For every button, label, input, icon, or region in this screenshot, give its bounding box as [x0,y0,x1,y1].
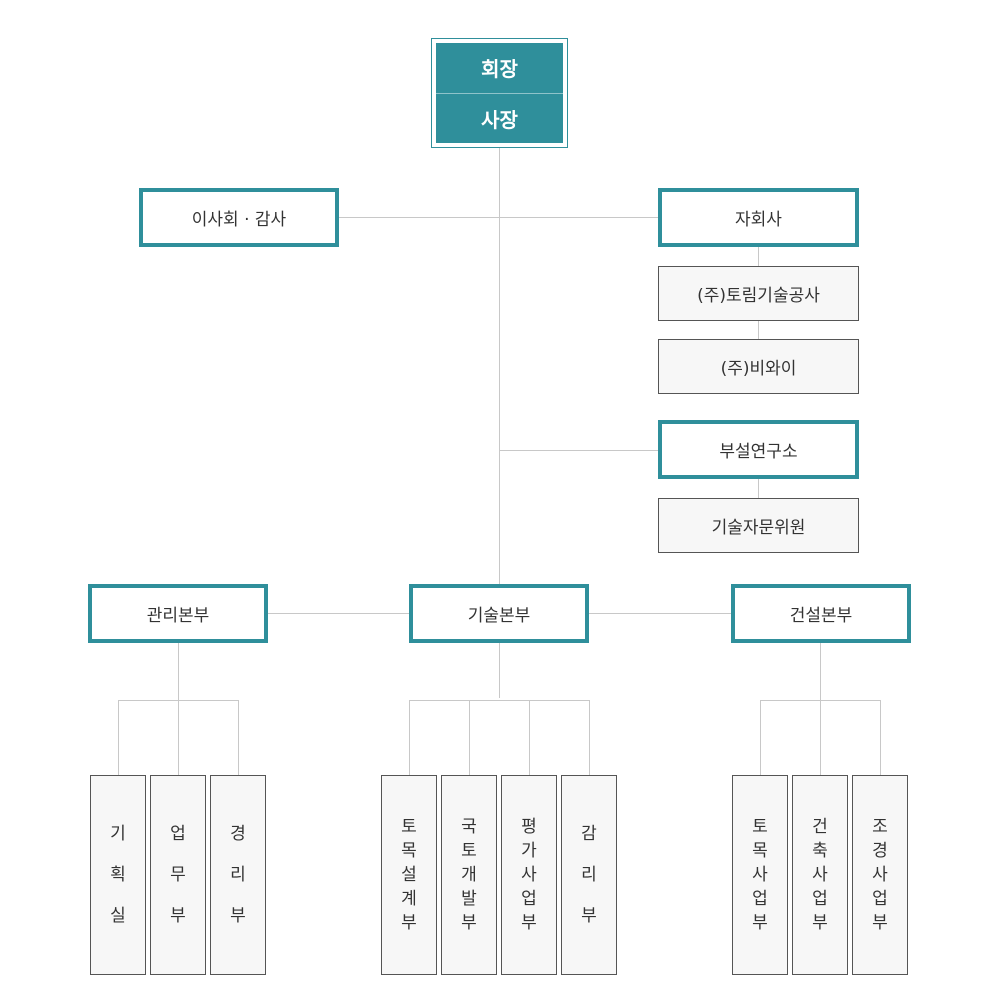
connector-construction-unit [880,700,881,775]
unit-architecture-business-box: 건축사업부 [792,775,848,975]
connector-main-vertical [499,148,500,698]
board-audit-box: 이사회 · 감사 [139,188,339,247]
unit-civil-design-box: 토목설계부 [381,775,437,975]
connector-technology-unit [469,700,470,775]
research-lab-box: 부설연구소 [658,420,859,479]
unit-business-dept-label: 업무부 [170,823,186,926]
unit-accounting-dept-label: 경리부 [230,823,246,926]
chairman-label: 회장 [481,57,518,82]
unit-landscape-business-box: 조경사업부 [852,775,908,975]
unit-evaluation-business-box: 평가사업부 [501,775,557,975]
connector-management-down [178,641,179,701]
connector-construction-unit [760,700,761,775]
connector-board-subsidiary [339,217,659,218]
unit-land-development-label: 국토개발부 [461,817,477,933]
president-label: 사장 [481,107,518,132]
connector-lab-vertical [758,478,759,500]
unit-supervision-dept-label: 감리부 [581,823,597,926]
connector-construction-unit [820,700,821,775]
leadership-box: 회장 사장 [431,38,568,148]
connector-management-unit [238,700,239,775]
unit-evaluation-business-label: 평가사업부 [521,817,537,933]
subsidiaries-header-box: 자회사 [658,188,859,247]
unit-architecture-business-label: 건축사업부 [812,817,828,933]
unit-planning-office-label: 기획실 [110,823,126,926]
connector-technology-unit [589,700,590,775]
unit-civil-business-box: 토목사업부 [732,775,788,975]
connector-technology-unit [529,700,530,775]
subsidiary-torim-box: (주)토림기술공사 [658,266,859,321]
unit-land-development-box: 국토개발부 [441,775,497,975]
leadership-divider [436,92,563,94]
advisory-committee-box: 기술자문위원 [658,498,859,553]
management-division-box: 관리본부 [88,584,268,643]
connector-lab [499,450,659,451]
construction-division-box: 건설본부 [731,584,911,643]
subsidiary-bywai-box: (주)비와이 [658,339,859,394]
connector-construction-down [820,641,821,701]
unit-supervision-dept-box: 감리부 [561,775,617,975]
connector-technology-unit [409,700,410,775]
unit-civil-design-label: 토목설계부 [401,817,417,933]
unit-accounting-dept-box: 경리부 [210,775,266,975]
unit-business-dept-box: 업무부 [150,775,206,975]
connector-technology-bar [409,700,590,701]
unit-civil-business-label: 토목사업부 [752,817,768,933]
connector-management-unit [178,700,179,775]
unit-landscape-business-label: 조경사업부 [872,817,888,933]
technology-division-box: 기술본부 [409,584,589,643]
unit-planning-office-box: 기획실 [90,775,146,975]
connector-management-unit [118,700,119,775]
